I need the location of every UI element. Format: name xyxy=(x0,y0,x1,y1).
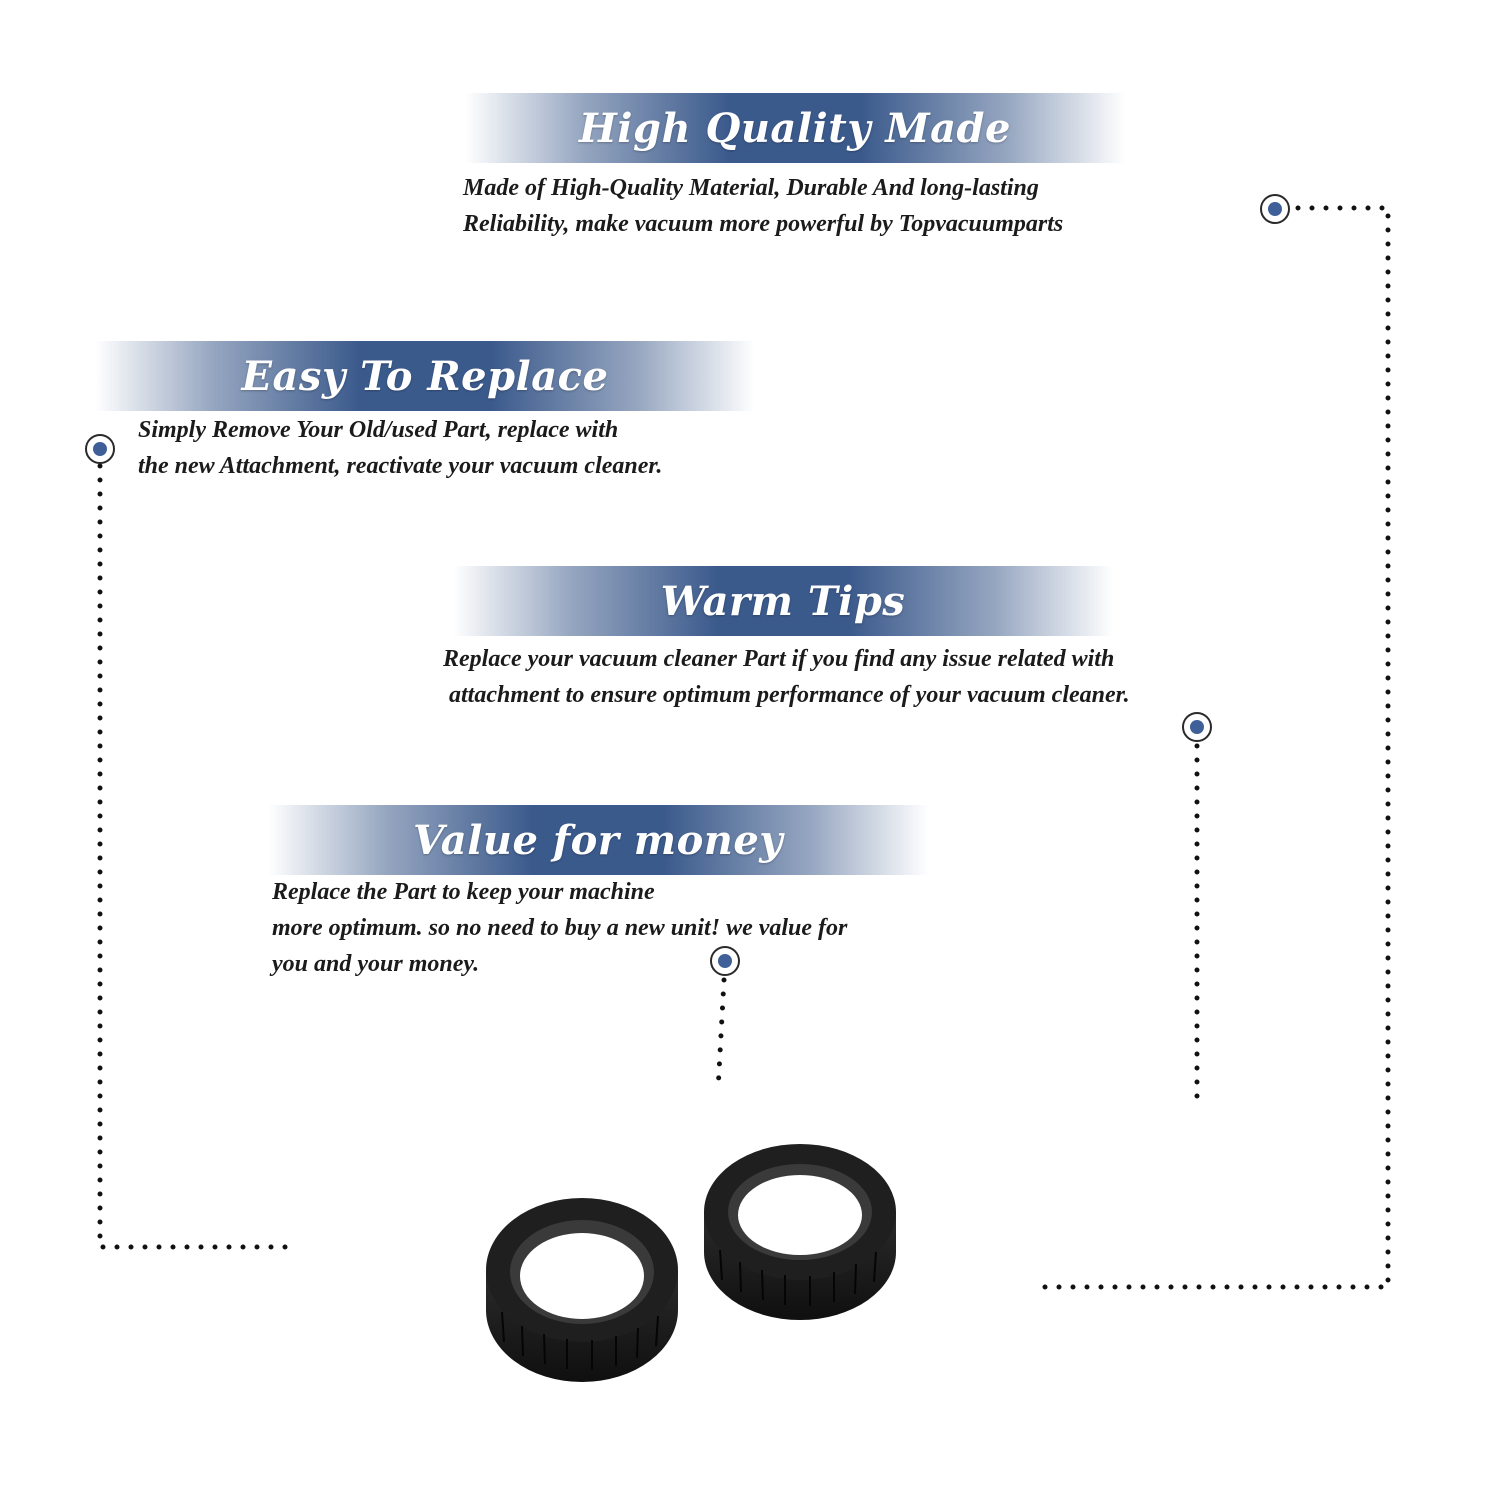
ring-right xyxy=(704,1144,896,1320)
marker-dot-icon xyxy=(1182,712,1212,742)
banner-easy-to-replace: Easy To Replace xyxy=(95,341,755,411)
description-warm-tips: Replace your vacuum cleaner Part if you … xyxy=(443,641,1130,713)
ring-left xyxy=(486,1198,678,1382)
marker-dot-icon xyxy=(85,434,115,464)
description-value-for-money: Replace the Part to keep your machine mo… xyxy=(272,874,847,982)
banner-high-quality: High Quality Made xyxy=(465,93,1125,163)
banner-title: Easy To Replace xyxy=(241,352,609,400)
banner-title: High Quality Made xyxy=(579,104,1011,152)
marker-dot-icon xyxy=(710,946,740,976)
description-line: the new Attachment, reactivate your vacu… xyxy=(138,453,663,479)
description-easy-to-replace: Simply Remove Your Old/used Part, replac… xyxy=(138,412,662,484)
description-high-quality: Made of High-Quality Material, Durable A… xyxy=(463,170,1063,242)
banner-title: Value for money xyxy=(412,816,784,864)
banner-warm-tips: Warm Tips xyxy=(453,566,1113,636)
description-line: more optimum. so no need to buy a new un… xyxy=(272,915,848,941)
description-line: Replace your vacuum cleaner Part if you … xyxy=(443,646,1115,672)
description-line: attachment to ensure optimum performance… xyxy=(443,682,1130,708)
description-line: Simply Remove Your Old/used Part, replac… xyxy=(138,417,619,443)
banner-title: Warm Tips xyxy=(660,577,906,625)
description-line: you and your money. xyxy=(272,951,480,977)
marker-dot-icon xyxy=(1260,194,1290,224)
product-rings-image xyxy=(486,1144,896,1382)
description-line: Replace the Part to keep your machine xyxy=(272,879,655,905)
description-line: Made of High-Quality Material, Durable A… xyxy=(463,175,1039,201)
description-line: Reliability, make vacuum more powerful b… xyxy=(463,211,1064,237)
banner-value-for-money: Value for money xyxy=(268,805,928,875)
